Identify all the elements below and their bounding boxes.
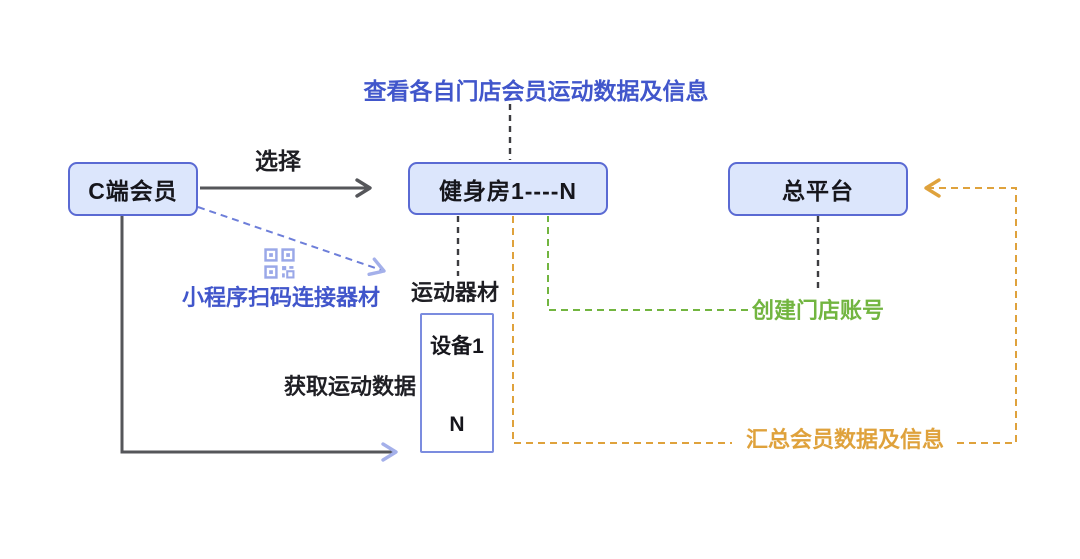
edge-aggregate-to-platform bbox=[924, 178, 1017, 444]
edge-aggregate-left bbox=[512, 216, 732, 444]
node-c-member: C端会员 bbox=[68, 162, 198, 216]
label-get-sport-data: 获取运动数据 bbox=[283, 374, 417, 399]
node-gym-label: 健身房1----N bbox=[438, 177, 578, 204]
label-view-store-data: 查看各自门店会员运动数据及信息 bbox=[363, 78, 709, 104]
node-gym: 健身房1----N bbox=[408, 162, 608, 215]
node-platform: 总平台 bbox=[728, 162, 908, 216]
label-create-store-account: 创建门店账号 bbox=[752, 298, 885, 323]
label-aggregate-member-data: 汇总会员数据及信息 bbox=[743, 422, 947, 454]
edge-get-sport-data bbox=[120, 214, 398, 462]
edge-create-store-account bbox=[547, 216, 748, 311]
node-c-member-label: C端会员 bbox=[88, 178, 178, 204]
label-scan-connect: 小程序扫码连接器材 bbox=[181, 285, 381, 310]
node-platform-label: 总平台 bbox=[782, 178, 854, 204]
qr-code-icon bbox=[264, 248, 295, 279]
device-first-label: 设备1 bbox=[430, 335, 484, 358]
edge-scan-connect bbox=[197, 206, 386, 277]
device-last-label: N bbox=[449, 413, 465, 436]
node-device-group: 设备1 N bbox=[420, 313, 494, 453]
label-equipment: 运动器材 bbox=[410, 280, 500, 305]
label-select: 选择 bbox=[255, 148, 301, 174]
